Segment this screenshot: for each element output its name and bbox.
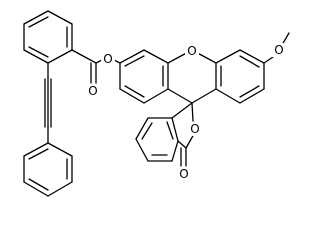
bond <box>135 138 149 162</box>
atom-bg <box>177 167 191 181</box>
atom-o-ester: O <box>103 52 112 66</box>
bonds <box>23 10 290 197</box>
atom-labels: O O O O O O <box>86 43 286 181</box>
bond-inner <box>166 121 174 140</box>
bond <box>23 10 49 25</box>
bond <box>239 88 265 104</box>
bond <box>23 49 49 64</box>
atom-bg <box>188 122 202 136</box>
bond <box>171 140 179 162</box>
bond <box>185 133 195 149</box>
bond-inner <box>124 55 145 67</box>
atom-bg <box>185 44 199 58</box>
bond-inner <box>239 85 260 98</box>
atom-o-lactone-ring: O <box>190 122 199 136</box>
bond <box>177 140 187 149</box>
bond-inner <box>141 122 153 140</box>
bond <box>47 10 73 25</box>
bond <box>167 88 193 104</box>
bond <box>71 49 97 64</box>
chemical-structure: O O O O O O <box>23 10 290 197</box>
bond <box>47 181 73 197</box>
bond-inner <box>28 16 49 28</box>
bond <box>215 88 241 104</box>
bond <box>191 88 217 104</box>
bond-inner <box>124 85 145 98</box>
bond-inner <box>28 46 49 58</box>
bond <box>47 142 73 157</box>
bond <box>143 88 169 104</box>
bond-inner <box>28 178 49 191</box>
atom-bg <box>101 52 115 66</box>
bond <box>23 142 49 157</box>
bond <box>23 181 49 197</box>
atom-o-ether: O <box>187 44 196 58</box>
bond <box>171 117 179 142</box>
atom-bg <box>86 84 100 98</box>
atom-o-carbonyl-ester: O <box>88 84 97 98</box>
bond-inner <box>28 148 49 160</box>
bond <box>143 49 169 64</box>
atom-o-lactone-carbonyl: O <box>179 167 188 181</box>
bond <box>215 49 241 64</box>
atom-o-methoxy: O <box>274 43 283 57</box>
bond-spiro-1 <box>171 102 193 119</box>
atom-bg <box>272 43 286 57</box>
bond-spiro-2 <box>191 102 194 122</box>
bond <box>119 49 145 64</box>
bond <box>135 117 149 140</box>
bond <box>239 49 265 64</box>
bond <box>47 49 73 64</box>
bond <box>119 88 145 104</box>
bond-inner <box>239 55 260 68</box>
